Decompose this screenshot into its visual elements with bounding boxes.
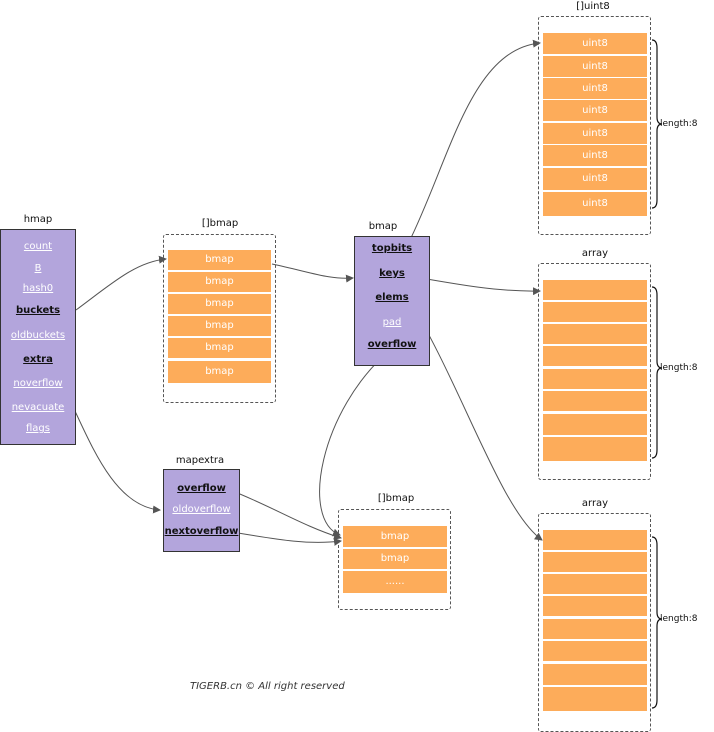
keys-array-container	[538, 263, 651, 480]
mapextra-field-overflow: overflow	[177, 483, 226, 494]
keys-cell	[543, 346, 647, 366]
hmap-field-hash0: hash0	[22, 283, 54, 294]
bmap-cell: bmap	[168, 361, 271, 383]
copyright-footer: TIGERB.cn © All right reserved	[190, 681, 345, 692]
buckets-array-container: bmap bmap bmap bmap bmap bmap	[163, 234, 276, 403]
bmap-title: bmap	[368, 221, 398, 232]
keys-cell	[543, 280, 647, 300]
bmap-cell: bmap	[168, 250, 271, 270]
hmap-struct: count B hash0 buckets oldbuckets extra n…	[0, 229, 76, 445]
hmap-field-extra: extra	[23, 354, 53, 365]
mapextra-title: mapextra	[175, 455, 225, 466]
elems-cell	[543, 574, 647, 594]
bmap-cell: bmap	[168, 338, 271, 358]
keys-cell	[543, 414, 647, 435]
bmap-field-keys: keys	[379, 268, 405, 279]
overflow-bmap-cell: bmap	[343, 526, 447, 547]
uint8-cell: uint8	[543, 78, 647, 99]
bmap-field-pad: pad	[382, 317, 402, 328]
keys-cell	[543, 391, 647, 411]
arrow-nextoverflow-to-overflow-array	[237, 532, 342, 546]
bmap-cell: bmap	[168, 316, 271, 336]
elems-length-label: length:8	[660, 614, 698, 624]
uint8-cell: uint8	[543, 56, 647, 77]
overflow-ellipsis-cell: ......	[343, 571, 447, 593]
overflow-array-title: []bmap	[377, 493, 415, 504]
uint8-length-label: length:8	[660, 119, 698, 129]
bmap-field-topbits: topbits	[371, 243, 413, 254]
hmap-field-oldbuckets: oldbuckets	[10, 330, 66, 341]
arrow-mapextra-overflow-to-overflow-array	[224, 487, 342, 540]
overflow-bmap-cell: bmap	[343, 549, 447, 569]
arrow-buckets-to-bmap-array	[75, 255, 167, 311]
hmap-title: hmap	[23, 214, 53, 225]
keys-cell	[543, 324, 647, 344]
hmap-field-buckets: buckets	[15, 305, 61, 316]
elems-cell	[543, 552, 647, 572]
hmap-field-nevacuate: nevacuate	[11, 402, 65, 413]
keys-array-title: array	[581, 248, 609, 259]
hmap-field-noverflow: noverflow	[13, 378, 63, 389]
mapextra-struct: overflow oldoverflow nextoverflow	[163, 469, 240, 552]
elems-cell	[543, 641, 647, 661]
elems-array-container	[538, 513, 651, 732]
bmap-field-elems: elems	[375, 292, 409, 303]
buckets-array-title: []bmap	[201, 218, 239, 229]
mapextra-field-nextoverflow: nextoverflow	[164, 526, 239, 537]
uint8-cell: uint8	[543, 100, 647, 121]
elems-cell	[543, 664, 647, 685]
elems-cell	[543, 596, 647, 616]
mapextra-field-oldoverflow: oldoverflow	[172, 504, 231, 515]
bmap-cell: bmap	[168, 272, 271, 292]
uint8-cell: uint8	[543, 123, 647, 144]
elems-cell	[543, 619, 647, 639]
arrow-topbits-to-uint8	[407, 39, 541, 245]
keys-cell	[543, 437, 647, 461]
overflow-array-container: bmap bmap ......	[338, 509, 451, 610]
uint8-cell: uint8	[543, 168, 647, 190]
arrow-bmap-array-to-bmap	[271, 263, 354, 283]
bmap-struct: topbits keys elems pad overflow	[354, 236, 430, 366]
hmap-field-count: count	[23, 241, 53, 252]
elems-cell	[543, 687, 647, 711]
uint8-cell: uint8	[543, 33, 647, 54]
keys-length-label: length:8	[660, 363, 698, 373]
bmap-field-overflow: overflow	[367, 339, 417, 350]
hmap-field-flags: flags	[26, 423, 50, 434]
uint8-array-title: []uint8	[576, 1, 610, 12]
uint8-cell: uint8	[543, 192, 647, 216]
elems-cell	[543, 530, 647, 550]
elems-array-title: array	[581, 498, 609, 509]
uint8-cell: uint8	[543, 145, 647, 166]
keys-cell	[543, 369, 647, 389]
uint8-array-container: uint8 uint8 uint8 uint8 uint8 uint8 uint…	[538, 16, 651, 235]
bmap-cell: bmap	[168, 294, 271, 314]
hmap-field-b: B	[34, 263, 42, 274]
arrow-bmap-overflow-to-overflow-array	[319, 349, 391, 537]
keys-cell	[543, 302, 647, 322]
